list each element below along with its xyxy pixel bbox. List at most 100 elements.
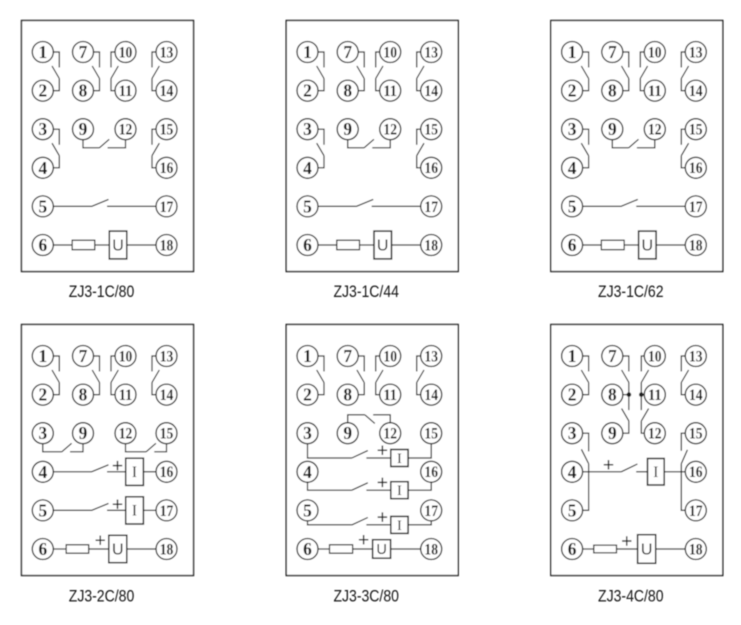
svg-text:18: 18 (689, 237, 703, 254)
svg-text:17: 17 (689, 199, 703, 216)
svg-text:16: 16 (160, 160, 174, 177)
svg-text:14: 14 (424, 83, 438, 100)
svg-text:14: 14 (689, 83, 703, 100)
svg-text:13: 13 (689, 44, 703, 61)
svg-text:17: 17 (160, 199, 174, 216)
svg-text:15: 15 (689, 122, 703, 139)
svg-text:16: 16 (424, 464, 438, 481)
svg-text:11: 11 (648, 83, 662, 100)
svg-text:I: I (132, 503, 137, 520)
svg-text:6: 6 (303, 539, 312, 559)
svg-text:15: 15 (160, 122, 174, 139)
svg-text:8: 8 (343, 81, 352, 101)
svg-text:8: 8 (79, 385, 88, 405)
svg-text:2: 2 (38, 385, 47, 405)
svg-text:1: 1 (568, 42, 577, 62)
svg-text:9: 9 (608, 119, 617, 139)
svg-text:1: 1 (303, 346, 312, 366)
svg-text:9: 9 (79, 423, 88, 443)
svg-text:8: 8 (343, 385, 352, 405)
svg-text:I: I (397, 451, 402, 467)
svg-text:13: 13 (689, 348, 703, 365)
svg-text:5: 5 (568, 196, 577, 216)
svg-text:10: 10 (383, 348, 397, 365)
svg-text:I: I (397, 483, 402, 499)
svg-text:7: 7 (343, 346, 352, 366)
svg-text:U: U (642, 238, 654, 255)
svg-text:13: 13 (160, 44, 174, 61)
svg-text:14: 14 (424, 387, 438, 404)
svg-text:12: 12 (648, 122, 662, 139)
svg-text:8: 8 (79, 81, 88, 101)
svg-text:10: 10 (119, 348, 133, 365)
svg-text:11: 11 (119, 387, 133, 404)
svg-text:U: U (112, 542, 124, 559)
svg-text:17: 17 (424, 199, 438, 216)
svg-text:ZJ3-4C/80: ZJ3-4C/80 (598, 588, 664, 606)
svg-text:9: 9 (343, 119, 352, 139)
svg-text:2: 2 (303, 385, 312, 405)
svg-text:2: 2 (303, 81, 312, 101)
svg-text:10: 10 (648, 348, 662, 365)
svg-text:9: 9 (343, 423, 352, 443)
svg-text:3: 3 (303, 423, 312, 443)
svg-text:16: 16 (160, 464, 174, 481)
svg-text:2: 2 (568, 81, 577, 101)
svg-text:4: 4 (38, 158, 47, 178)
svg-text:15: 15 (424, 426, 438, 443)
svg-text:3: 3 (568, 423, 577, 443)
svg-text:12: 12 (383, 122, 397, 139)
svg-text:10: 10 (648, 44, 662, 61)
svg-text:I: I (132, 464, 137, 481)
svg-text:I: I (653, 464, 658, 481)
svg-text:5: 5 (303, 500, 312, 520)
svg-text:ZJ3-1C/44: ZJ3-1C/44 (333, 283, 399, 301)
svg-text:6: 6 (568, 235, 577, 255)
svg-text:4: 4 (303, 462, 312, 482)
svg-text:1: 1 (568, 346, 577, 366)
svg-text:8: 8 (608, 385, 617, 405)
svg-text:11: 11 (119, 83, 133, 100)
svg-text:14: 14 (160, 83, 174, 100)
svg-text:13: 13 (424, 44, 438, 61)
svg-text:U: U (376, 542, 386, 558)
svg-text:4: 4 (568, 462, 577, 482)
svg-text:7: 7 (608, 346, 617, 366)
svg-text:12: 12 (119, 122, 133, 139)
svg-text:7: 7 (608, 42, 617, 62)
svg-text:U: U (377, 238, 389, 255)
svg-text:3: 3 (38, 423, 47, 443)
svg-text:I: I (397, 518, 402, 534)
svg-text:ZJ3-3C/80: ZJ3-3C/80 (333, 588, 399, 606)
svg-text:1: 1 (38, 42, 47, 62)
svg-text:11: 11 (383, 83, 397, 100)
svg-text:9: 9 (608, 423, 617, 443)
svg-text:U: U (641, 542, 653, 559)
svg-text:17: 17 (689, 503, 703, 520)
svg-text:4: 4 (303, 158, 312, 178)
svg-text:17: 17 (160, 503, 174, 520)
svg-text:ZJ3-2C/80: ZJ3-2C/80 (69, 588, 135, 606)
svg-text:6: 6 (568, 539, 577, 559)
svg-text:4: 4 (568, 158, 577, 178)
svg-text:5: 5 (568, 500, 577, 520)
svg-text:15: 15 (424, 122, 438, 139)
svg-text:13: 13 (160, 348, 174, 365)
svg-text:5: 5 (38, 196, 47, 216)
svg-text:1: 1 (38, 346, 47, 366)
svg-text:11: 11 (383, 387, 397, 404)
svg-text:4: 4 (38, 462, 47, 482)
svg-text:17: 17 (424, 503, 438, 520)
svg-text:2: 2 (38, 81, 47, 101)
svg-text:16: 16 (689, 464, 703, 481)
svg-text:18: 18 (160, 237, 174, 254)
svg-text:6: 6 (303, 235, 312, 255)
svg-text:10: 10 (119, 44, 133, 61)
svg-text:6: 6 (38, 539, 47, 559)
svg-text:5: 5 (38, 500, 47, 520)
svg-text:18: 18 (424, 237, 438, 254)
svg-text:U: U (112, 238, 124, 255)
svg-text:1: 1 (303, 42, 312, 62)
svg-text:2: 2 (568, 385, 577, 405)
svg-text:10: 10 (383, 44, 397, 61)
